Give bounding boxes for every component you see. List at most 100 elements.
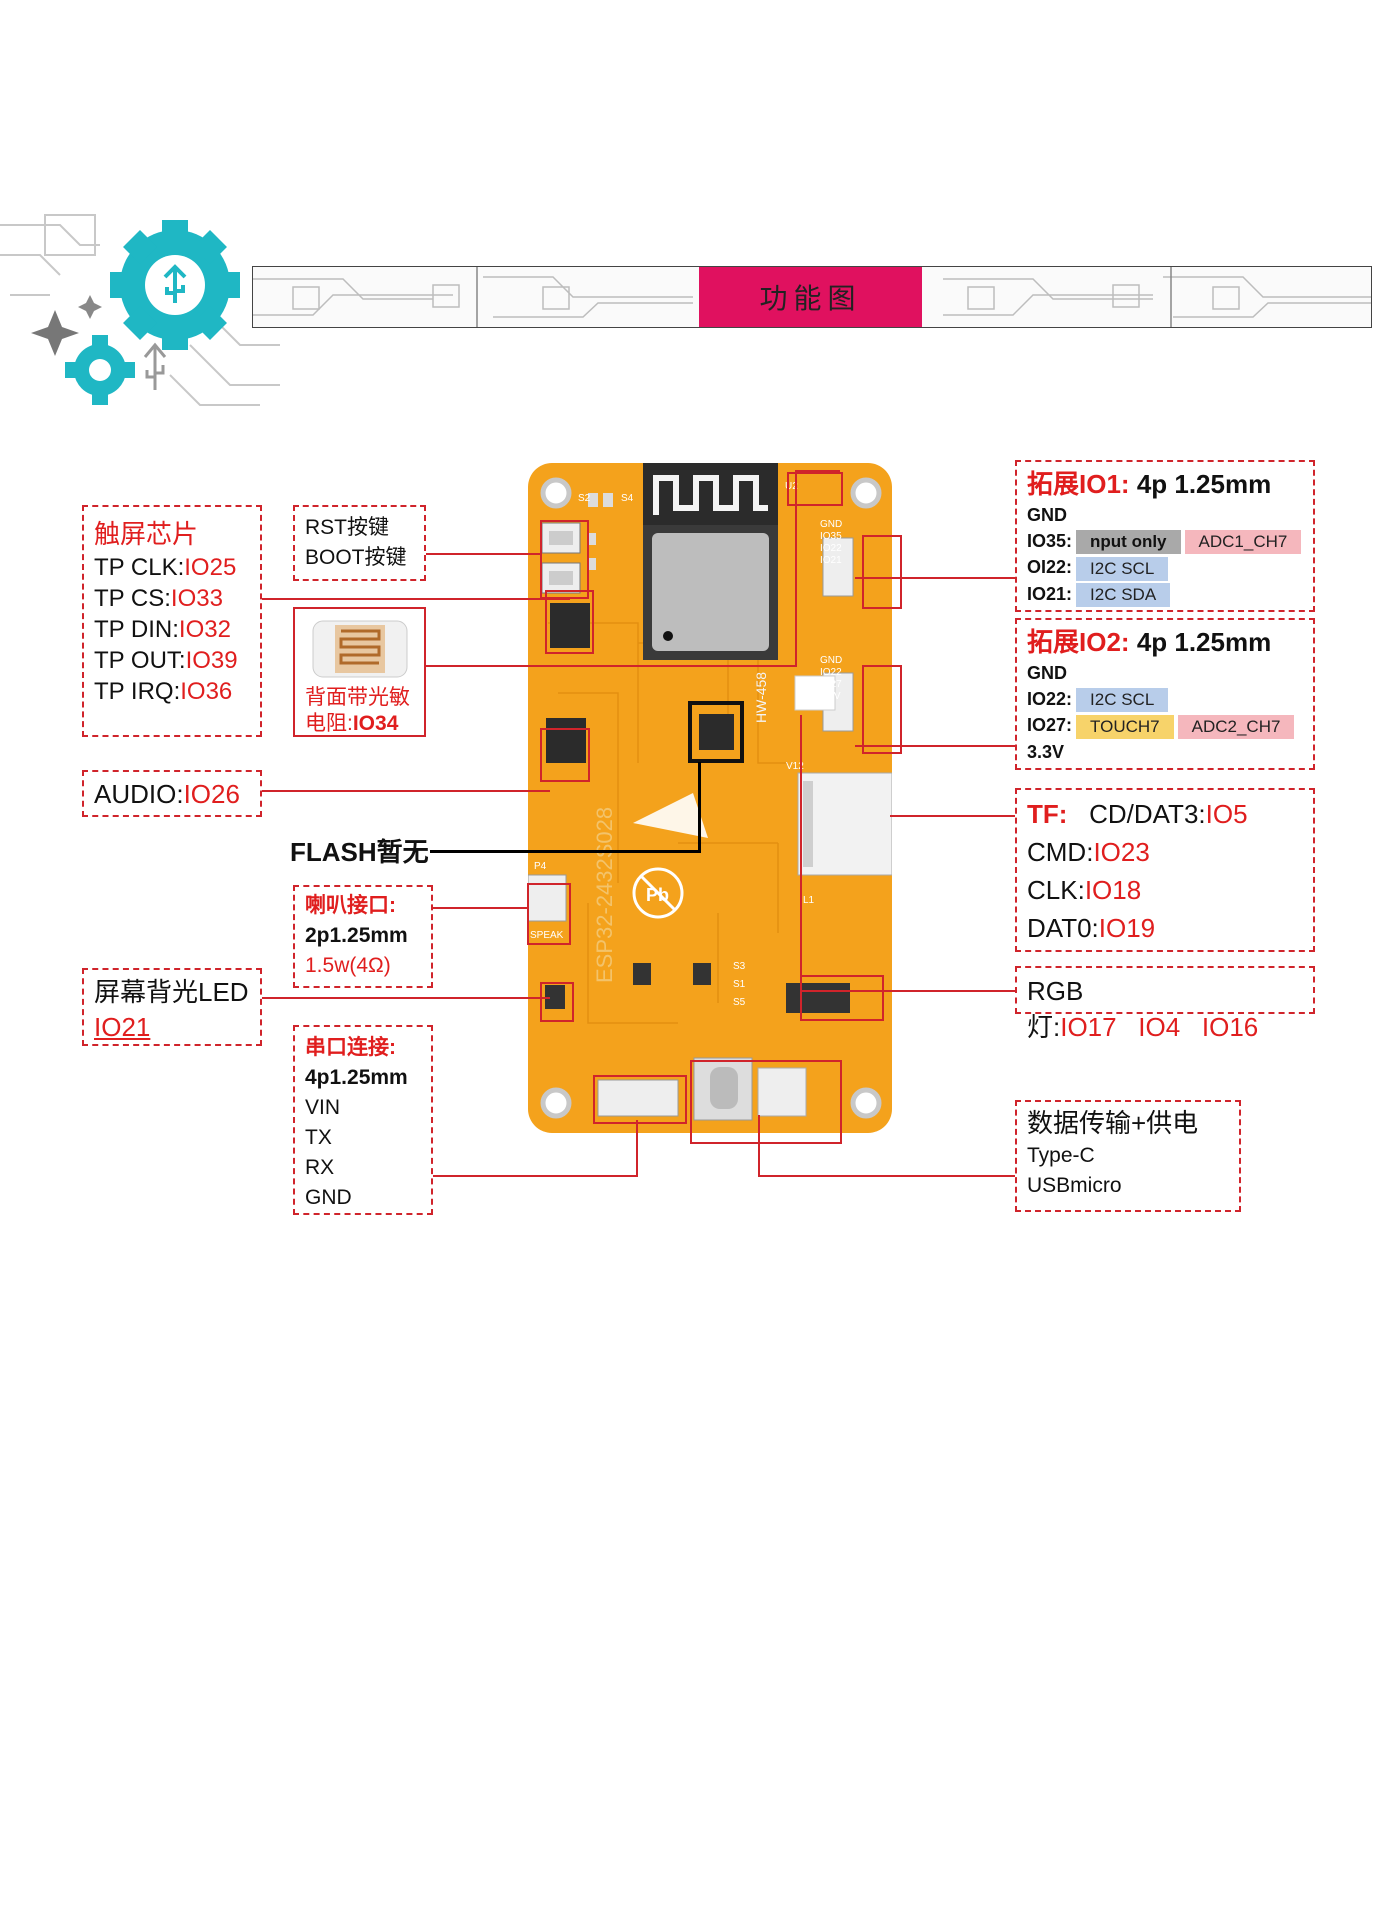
leader-line xyxy=(425,665,795,667)
tf-dat-value: IO19 xyxy=(1098,913,1156,943)
backlight-io: IO21 xyxy=(94,1012,151,1042)
speaker-connector xyxy=(528,874,567,922)
tp-cs-label: TP CS: xyxy=(94,585,171,612)
highlight-box xyxy=(540,982,574,1022)
power-usbmicro: USBmicro xyxy=(1027,1174,1122,1197)
leader-line xyxy=(795,470,797,667)
serial-spec: 4p1.25mm xyxy=(305,1066,408,1089)
ext1-io35-tag: nput only xyxy=(1076,530,1181,555)
leader-line xyxy=(260,598,570,600)
svg-text:V12: V12 xyxy=(786,761,804,772)
speaker-callout: 喇叭接口: 2p1.25mm 1.5w(4Ω) xyxy=(293,885,433,988)
audio-callout: AUDIO:IO26 xyxy=(82,770,262,817)
header-banner: 功能图 xyxy=(252,266,1372,328)
tp-out-label: TP OUT: xyxy=(94,647,186,674)
power-title: 数据传输+供电 xyxy=(1027,1108,1199,1138)
leader-line xyxy=(433,1175,638,1177)
header-decoration xyxy=(0,205,280,420)
pb-symbol xyxy=(632,867,684,919)
tf-cd-label: CD/DAT3: xyxy=(1089,799,1206,829)
serial-pin: GND xyxy=(305,1186,352,1209)
ext2-33v: 3.3V xyxy=(1027,741,1065,762)
audio-label: AUDIO: xyxy=(94,779,184,809)
ext1-io35-adc: ADC1_CH7 xyxy=(1184,530,1302,555)
ldr-image xyxy=(312,620,408,678)
touch-callout: 触屏芯片 TP CLK:IO25 TP CS:IO33 TP DIN:IO32 … xyxy=(82,505,262,737)
tf-cmd-label: CMD: xyxy=(1027,837,1094,867)
ext2-io27-adc: ADC2_CH7 xyxy=(1177,714,1295,739)
highlight-box xyxy=(787,472,843,506)
leader-line xyxy=(890,815,1015,817)
rgb-io16: IO16 xyxy=(1201,1012,1259,1042)
svg-text:S4: S4 xyxy=(621,493,634,504)
highlight-box xyxy=(527,883,571,945)
ext2-io27: IO27: xyxy=(1027,715,1073,736)
sparkle-icon xyxy=(31,310,79,356)
serial-callout: 串口连接: 4p1.25mm VIN TX RX GND xyxy=(293,1025,433,1215)
ext1-io22: OI22: xyxy=(1027,557,1073,578)
svg-text:IO22: IO22 xyxy=(820,543,842,554)
rgb-callout: RGB灯:IO17 IO4 IO16 xyxy=(1015,966,1315,1042)
touch-title: 触屏芯片 xyxy=(94,519,199,549)
leader-line xyxy=(758,1115,760,1177)
leader-line xyxy=(855,577,1015,579)
tp-irq-label: TP IRQ: xyxy=(94,678,181,705)
ext1-connector xyxy=(822,537,854,597)
highlight-box xyxy=(540,728,590,782)
tp-out-value: IO39 xyxy=(185,647,238,674)
serial-title: 串口连接: xyxy=(305,1036,396,1059)
buttons-callout: RST按键 BOOT按键 xyxy=(293,505,426,581)
serial-pin: RX xyxy=(305,1156,335,1179)
tp-irq-value: IO36 xyxy=(180,678,233,705)
svg-text:IO35: IO35 xyxy=(820,531,842,542)
highlight-box xyxy=(862,665,902,754)
ext1-io22-tag: I2C SCL xyxy=(1076,556,1169,581)
touch-chip xyxy=(550,603,590,648)
ext2-io22: IO22: xyxy=(1027,689,1073,709)
speaker-spec: 2p1.25mm xyxy=(305,924,408,947)
warning-symbol xyxy=(633,793,708,838)
tp-din-value: IO32 xyxy=(178,616,231,643)
ext1-io21: IO21: xyxy=(1027,583,1073,604)
leader-line xyxy=(260,790,550,792)
tf-clk-value: IO18 xyxy=(1084,875,1142,905)
svg-text:S3: S3 xyxy=(733,961,746,972)
power-callout: 数据传输+供电 Type-C USBmicro xyxy=(1015,1100,1241,1212)
tf-clk-label: CLK: xyxy=(1027,875,1085,905)
tf-callout: TF: CD/DAT3:IO5 CMD:IO23 CLK:IO18 DAT0:I… xyxy=(1015,788,1315,952)
svg-text:S5: S5 xyxy=(733,997,746,1008)
highlight-box xyxy=(545,590,594,654)
leader-line xyxy=(636,1120,638,1177)
ext2-callout: 拓展IO2: 4p 1.25mm GND IO22:I2C SCL IO27:T… xyxy=(1015,618,1315,770)
svg-text:U2: U2 xyxy=(785,481,798,492)
large-gear-icon xyxy=(110,220,240,350)
banner-title: 功能图 xyxy=(699,267,922,327)
highlight-box xyxy=(593,1075,687,1124)
ext2-gnd: GND xyxy=(1027,663,1067,683)
boot-button-label: BOOT按键 xyxy=(305,546,407,569)
backlight-title: 屏幕背光LED xyxy=(94,977,249,1007)
svg-text:IO27: IO27 xyxy=(820,679,842,690)
svg-text:GND: GND xyxy=(820,519,842,530)
highlight-box xyxy=(862,535,902,609)
leader-line xyxy=(430,850,700,853)
ldr-callout: 背面带光敏 电阻:IO34 xyxy=(293,607,426,737)
backlight-callout: 屏幕背光LED IO21 xyxy=(82,968,262,1046)
leader-line xyxy=(433,907,528,909)
leader-line xyxy=(855,745,1015,747)
svg-text:L1: L1 xyxy=(803,895,815,906)
leader-line xyxy=(425,553,540,555)
silk-main: ESP32-2432S028 xyxy=(592,807,617,983)
serial-pin: TX xyxy=(305,1126,332,1149)
audio-value: IO26 xyxy=(183,779,240,809)
rst-button-label: RST按键 xyxy=(305,516,389,539)
ext1-io21-tag: I2C SDA xyxy=(1076,582,1171,607)
ext2-io27-tag: TOUCH7 xyxy=(1076,714,1174,739)
ldr-line2a: 电阻: xyxy=(305,712,353,735)
usb-icon xyxy=(143,342,167,390)
power-typec: Type-C xyxy=(1027,1144,1095,1167)
ext2-spec: 4p 1.25mm xyxy=(1136,627,1272,657)
svg-text:3.3V: 3.3V xyxy=(820,691,841,702)
speaker-power: 1.5w(4Ω) xyxy=(305,954,391,977)
silk-model: HW-458 xyxy=(753,672,769,723)
